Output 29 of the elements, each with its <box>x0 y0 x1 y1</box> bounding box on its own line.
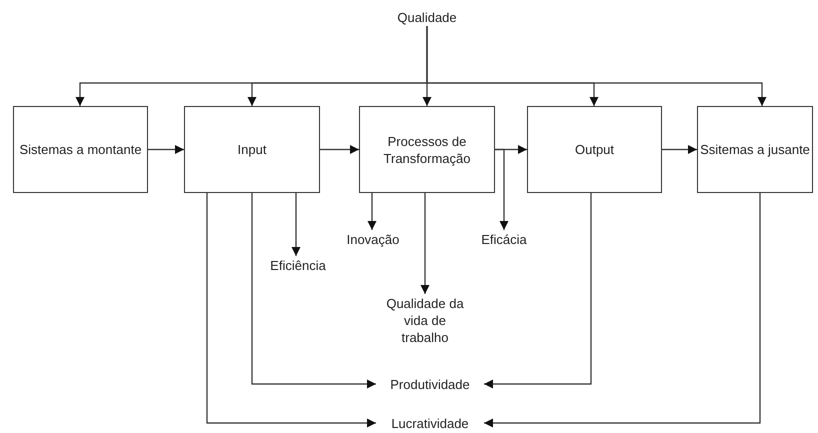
outcome-label: Inovação <box>338 230 408 248</box>
box-label: Sistemas a montante <box>19 141 142 158</box>
arrow <box>251 193 376 388</box>
box-label: Output <box>574 141 614 158</box>
arrow <box>420 193 430 294</box>
process-box <box>359 106 495 193</box>
outcome-label: Eficiência <box>260 256 336 274</box>
process-box <box>184 106 320 193</box>
arrow <box>484 193 592 388</box>
process-box <box>527 106 662 193</box>
process-box <box>13 106 148 193</box>
outcome-label: Produtividade <box>380 375 480 393</box>
arrow <box>206 193 376 428</box>
box-label: Processos de Transformação <box>382 132 472 166</box>
arrow <box>148 145 184 154</box>
arrow <box>426 26 766 106</box>
arrow <box>662 145 697 154</box>
arrow <box>292 193 300 256</box>
outcome-label: Lucratividade <box>380 414 480 432</box>
box-label: Ssitemas a jusante <box>700 141 810 158</box>
outcome-label: Qualidade da vida de trabalho <box>380 294 470 346</box>
arrow <box>495 148 508 230</box>
outcome-label: Eficácia <box>471 230 537 248</box>
process-box <box>697 106 813 193</box>
arrow <box>320 145 359 154</box>
arrow <box>484 193 761 428</box>
outcome-label: Qualidade <box>390 8 464 26</box>
arrow <box>368 193 376 230</box>
box-label: Input <box>238 141 266 158</box>
